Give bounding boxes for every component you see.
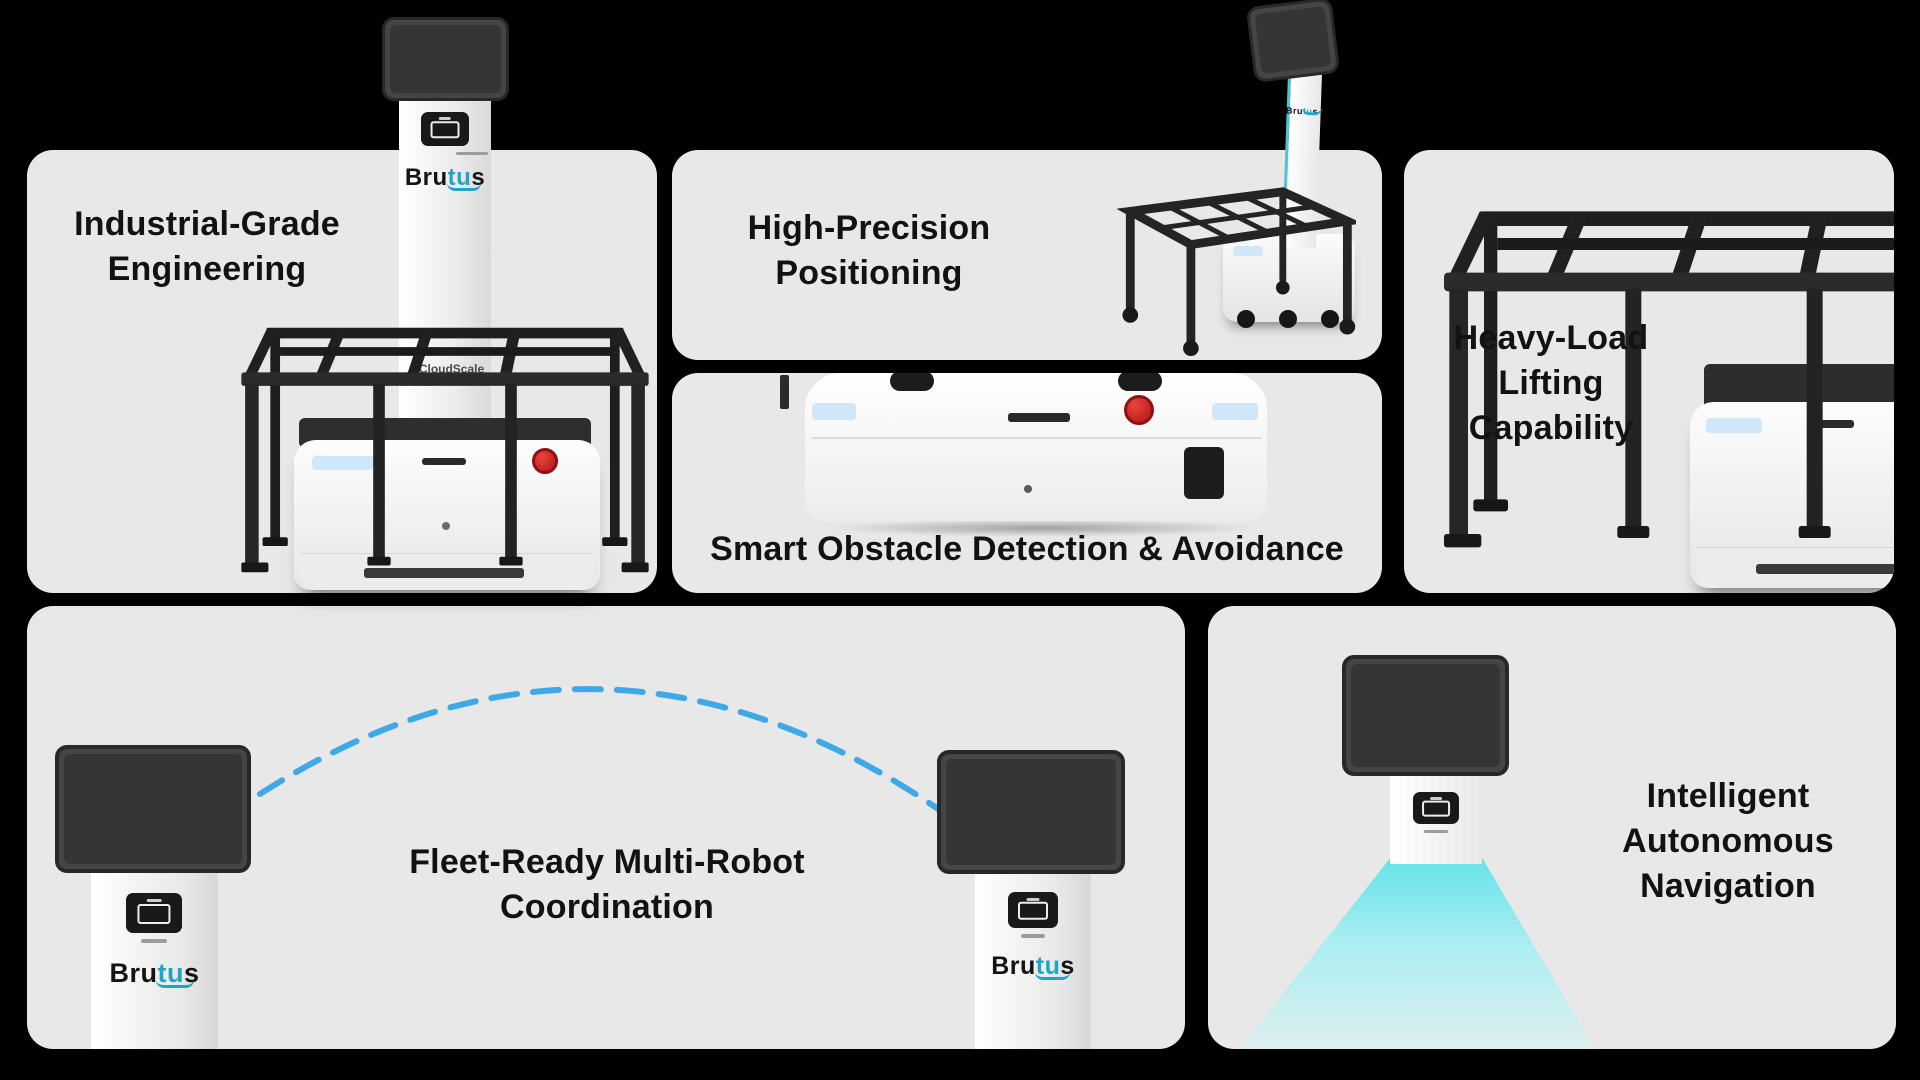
caster-wheel [1279,310,1297,328]
serial-label-bar [456,152,488,155]
caster-wheel [1321,310,1339,328]
robot-screen-head-right [937,750,1125,874]
robot-tower-column [399,95,491,463]
vent-grille [364,568,524,578]
e-stop-button-icon [1124,395,1154,425]
wordmark-accent: tu [156,958,195,988]
robot-screen-head-left [55,745,251,873]
card-title-obstacle: Smart Obstacle Detection & Avoidance [710,530,1344,568]
vent-grille [1756,564,1894,574]
robot-screen [946,759,1116,865]
card-heavy-load-lifting: Heavy-Load Lifting Capability [1404,150,1894,593]
front-camera-icon [421,112,469,146]
robot-screen-head-small [1245,0,1341,83]
sensor-mast [780,375,789,409]
wordmark-prefix: Bru [991,952,1036,980]
robot-screen [64,754,242,864]
lidar-puck-icon [890,373,934,391]
card-fleet-coordination: Brutus Brutus Fleet-Ready Multi-Robot Co… [27,606,1185,1049]
wordmark-prefix: Bru [1285,105,1304,117]
robot-screen [1254,5,1332,75]
front-sensor-slot [422,458,466,465]
brutus-wordmark-small: Brutus [1278,105,1326,117]
body-seam-line [812,437,1262,439]
brutus-wordmark: Brutus [399,164,491,192]
robot-drive-base [1690,402,1894,588]
wordmark-prefix: Bru [404,164,448,191]
wordmark-prefix: Bru [109,958,158,988]
card-high-precision-positioning: High-Precision Positioning Brutus [672,0,1382,360]
coordination-link-arc [257,686,944,814]
robot-drive-base [294,440,600,590]
card-title-heavy: Heavy-Load Lifting Capability [1453,319,1649,447]
wordmark-accent: tu [1302,106,1313,117]
sensor-light-strip [1706,418,1762,433]
card-title-navigation: Intelligent Autonomous Navigation [1622,777,1834,905]
front-camera-icon [1008,892,1058,928]
card-industrial-grade-engineering: Industrial-Grade Engineering Brutus ☁Clo… [27,17,657,593]
card-title-precision: High-Precision Positioning [747,209,991,292]
serial-label-bar [141,939,167,943]
robot-screen [1351,664,1500,767]
front-sensor-slot [1810,420,1854,428]
wordmark-accent: tu [1034,952,1070,980]
card-autonomous-navigation: Intelligent Autonomous Navigation [1208,606,1896,1049]
robot-drive-base-small [1223,234,1355,328]
brutus-wordmark-left: Brutus [91,958,218,989]
sensor-light-strip [1212,403,1258,420]
sensor-light-strip [812,403,856,420]
serial-label-bar [1424,830,1448,833]
sensor-light-strip [1233,246,1263,256]
robot-screen-head [382,17,509,101]
base-indicator-dot [442,522,450,530]
front-camera-icon [126,893,182,933]
base-indicator-dot [1024,485,1032,493]
robot-screen-head [1342,655,1509,776]
wheeled-rack-cart [1116,187,1356,357]
card-title-industrial: Industrial-Grade Engineering [74,205,340,288]
base-skirt [300,553,594,590]
navigation-scan-cone [1239,858,1595,1049]
caster-wheel [1237,310,1255,328]
robot-screen [390,25,501,93]
ground-shadow [822,519,1262,537]
card-smart-obstacle-detection: Smart Obstacle Detection & Avoidance [672,373,1382,593]
lidar-puck-icon [1118,373,1162,391]
brutus-wordmark-right: Brutus [975,952,1091,981]
serial-label-bar [1021,934,1045,938]
wordmark-accent: tu [446,164,481,191]
e-stop-button-icon [532,448,558,474]
card-title-fleet: Fleet-Ready Multi-Robot Coordination [409,843,805,926]
base-skirt [1696,547,1894,588]
front-sensor-slot [1008,413,1070,422]
support-foot [1184,447,1224,499]
pallet-rack-cart [239,318,651,580]
front-camera-icon [1413,792,1459,824]
sensor-light-strip [312,456,374,470]
